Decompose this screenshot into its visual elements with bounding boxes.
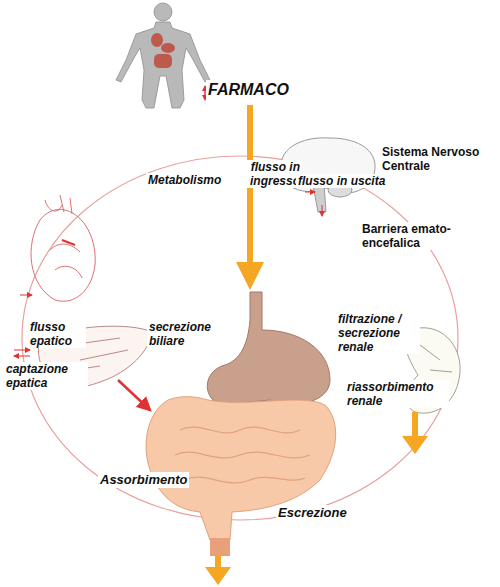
heart bbox=[31, 195, 95, 301]
label: captazione epatica bbox=[4, 362, 88, 390]
label: Metabolismo bbox=[146, 173, 223, 187]
flow-arrow bbox=[322, 205, 323, 216]
label: flusso in ingresso bbox=[236, 160, 302, 188]
label: FARMACO bbox=[206, 80, 291, 99]
label: flusso in uscita bbox=[296, 174, 387, 188]
label: flusso epatico bbox=[28, 320, 86, 348]
flow-arrow bbox=[14, 350, 30, 351]
label: Escrezione bbox=[276, 505, 349, 521]
drug-arrow bbox=[236, 105, 264, 290]
human-figure bbox=[116, 3, 210, 108]
excretion-arrow bbox=[205, 556, 231, 585]
bile-arrow bbox=[118, 380, 150, 410]
organs bbox=[151, 33, 175, 68]
urine-arrow bbox=[402, 412, 428, 454]
label: secrezione biliare bbox=[147, 320, 229, 348]
label: Sistema Nervoso Centrale bbox=[380, 145, 496, 173]
label: riassorbimento renale bbox=[345, 380, 449, 408]
label: Barriera emato-encefalica bbox=[360, 222, 482, 250]
flow-arrow bbox=[20, 295, 32, 296]
label: Assorbimento bbox=[98, 472, 189, 488]
flow-arrow bbox=[14, 356, 30, 357]
flow-arrow bbox=[305, 192, 315, 193]
label: filtrazione / secrezione renale bbox=[336, 312, 420, 354]
